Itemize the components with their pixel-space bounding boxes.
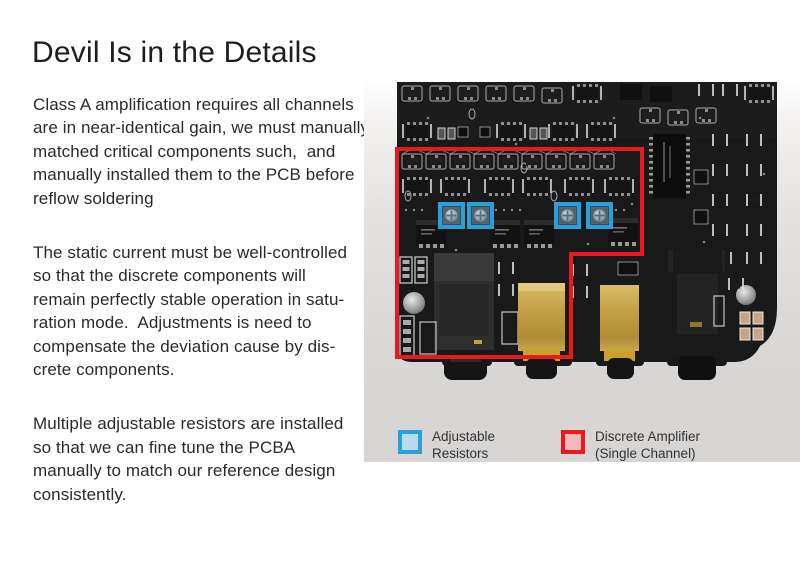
adjustable-resistor-marker-3 bbox=[554, 202, 581, 229]
legend-label: Discrete Amplifier (Single Channel) bbox=[595, 429, 701, 461]
output-jacks bbox=[444, 250, 725, 380]
paragraph-class-a: Class A amplification requires all chann… bbox=[33, 95, 370, 208]
adjustable-resistor-marker-4 bbox=[586, 202, 613, 229]
legend-item-discrete-amplifier: Discrete Amplifier (Single Channel) bbox=[561, 429, 700, 462]
page-title: Devil Is in the Details bbox=[32, 36, 317, 69]
adjustable-resistor-marker-2 bbox=[467, 202, 494, 229]
paragraph-static-current: The static current must be well-controll… bbox=[33, 243, 348, 380]
legend-item-adjustable-resistors: Adjustable Resistors bbox=[398, 429, 495, 462]
legend-label: Adjustable Resistors bbox=[432, 429, 496, 461]
adjustable-resistor-markers bbox=[438, 202, 613, 229]
discrete-amplifier-outline bbox=[395, 147, 644, 359]
right-bottom-components bbox=[426, 116, 766, 341]
pcb-photo bbox=[364, 78, 800, 462]
component-grid-right bbox=[693, 134, 762, 264]
adjustable-resistor-marker-1 bbox=[438, 202, 465, 229]
component-rows-top bbox=[401, 84, 774, 174]
pcb-illustration bbox=[364, 78, 800, 462]
main-ic-chip bbox=[649, 134, 690, 198]
blue-square-swatch-icon bbox=[398, 430, 422, 454]
red-square-swatch-icon bbox=[561, 430, 585, 454]
jack-area-left bbox=[399, 253, 519, 357]
body-text: Class A amplification requires all chann… bbox=[33, 93, 405, 537]
paragraph-adjustable-resistors: Multiple adjustable resistors are instal… bbox=[33, 414, 344, 504]
